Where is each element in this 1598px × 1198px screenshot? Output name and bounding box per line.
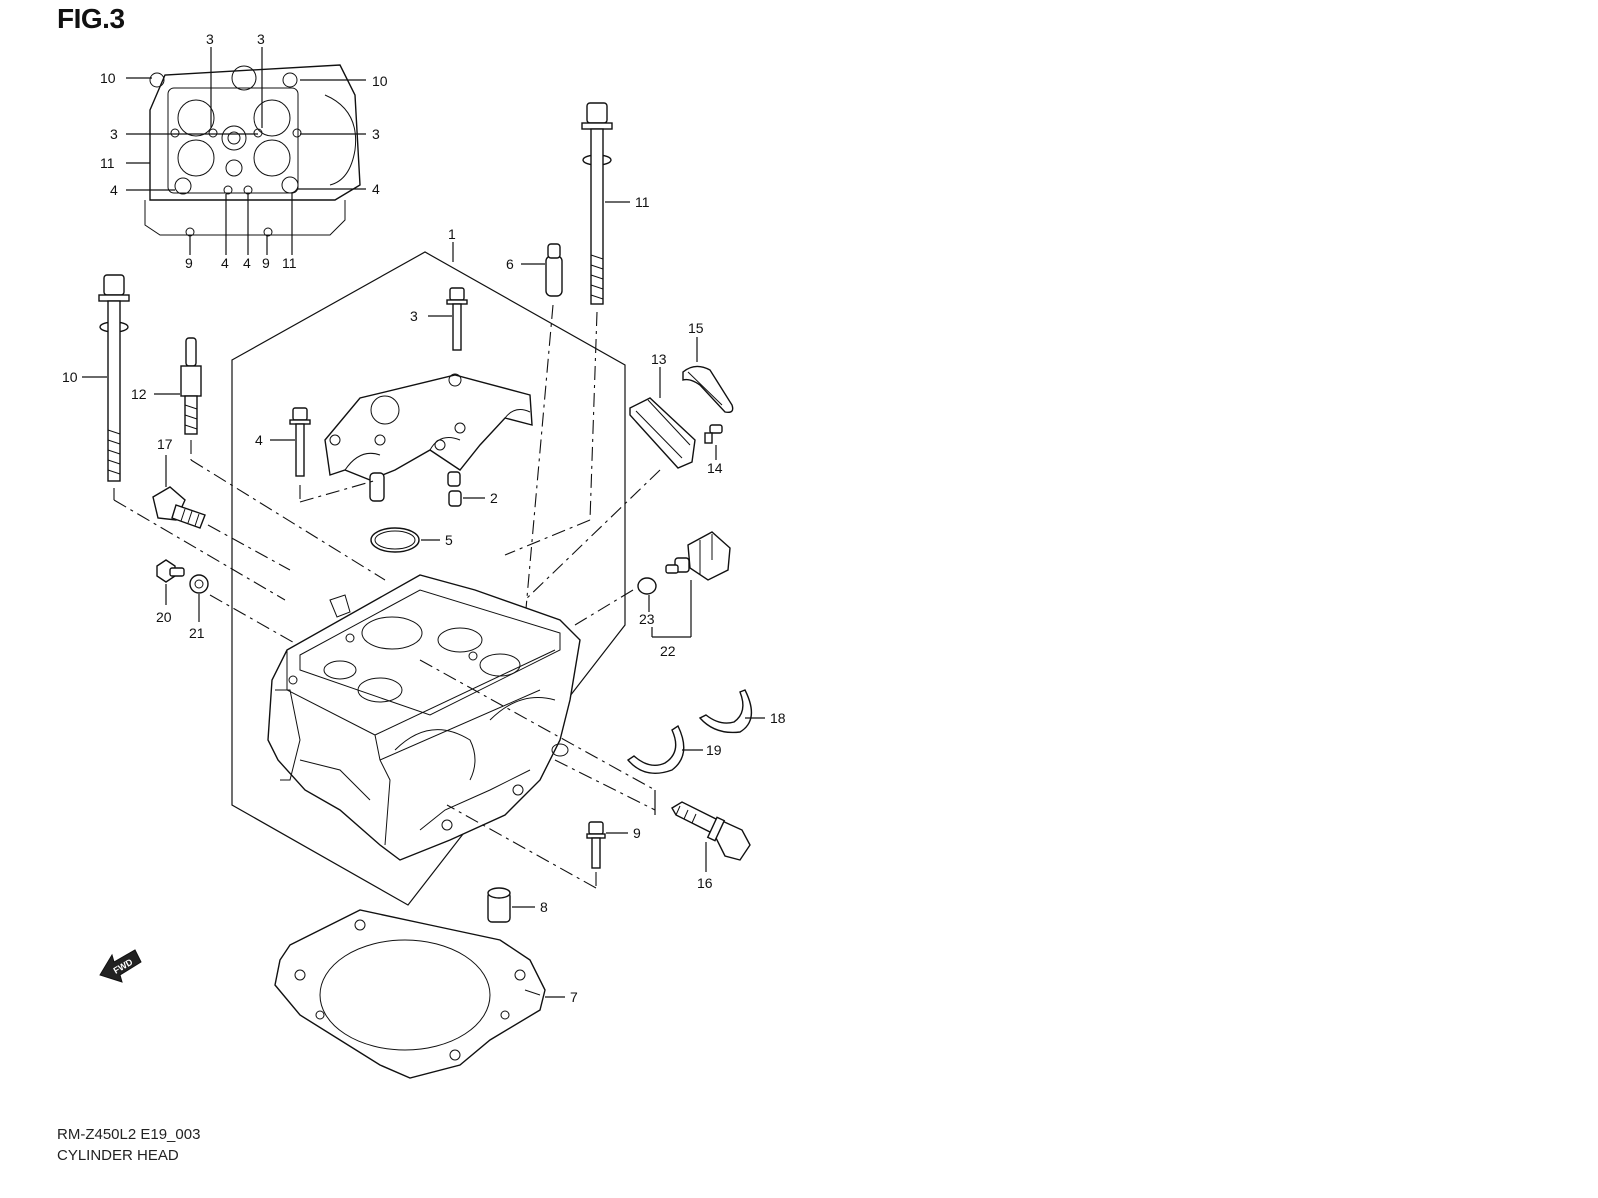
spark-plug-part-12 — [180, 337, 202, 435]
callout-inset-4c: 4 — [221, 255, 229, 271]
callout-21: 21 — [189, 625, 205, 641]
callout-4: 4 — [255, 432, 263, 448]
model-code: RM-Z450L2 E19_003 — [57, 1126, 201, 1143]
washer-part-21 — [189, 574, 209, 594]
callout-6: 6 — [506, 256, 514, 272]
callout-1: 1 — [448, 226, 456, 242]
clamp-part-15 — [682, 365, 734, 414]
figure-title: FIG.3 — [57, 3, 125, 34]
cylinder-head-body — [267, 574, 581, 861]
callout-8: 8 — [540, 899, 548, 915]
callout-inset-9a: 9 — [185, 255, 193, 271]
cylinder-head-group-outline — [231, 251, 626, 906]
callout-inset-10a: 10 — [100, 70, 116, 86]
inset-top-view: 3 3 10 10 3 3 11 4 4 9 4 4 9 11 — [100, 31, 388, 271]
callout-7: 7 — [570, 989, 578, 1005]
forward-direction-arrow: FWD — [99, 949, 142, 983]
camshaft-holder — [324, 373, 533, 502]
callout-13: 13 — [651, 351, 667, 367]
callout-9: 9 — [633, 825, 641, 841]
callout-23: 23 — [639, 611, 655, 627]
callout-inset-11b: 11 — [282, 255, 297, 271]
bolt-part-4 — [289, 407, 311, 477]
callout-20: 20 — [156, 609, 172, 625]
callout-11: 11 — [635, 194, 650, 210]
callout-18: 18 — [770, 710, 786, 726]
callout-2: 2 — [490, 490, 498, 506]
callout-inset-11a: 11 — [100, 155, 115, 171]
head-gasket-part-7 — [274, 909, 546, 1079]
bolt-part-16 — [671, 801, 751, 861]
callout-15: 15 — [688, 320, 704, 336]
circlip-part-18 — [698, 689, 753, 734]
callout-inset-3b: 3 — [257, 31, 265, 47]
bolt-part-20 — [156, 559, 185, 583]
section-name: CYLINDER HEAD — [57, 1147, 179, 1164]
callout-inset-3c: 3 — [110, 126, 118, 142]
callout-22: 22 — [660, 643, 676, 659]
callout-14: 14 — [707, 460, 723, 476]
callout-3: 3 — [410, 308, 418, 324]
callout-12: 12 — [131, 386, 147, 402]
stud-bolt-part-10 — [98, 274, 130, 482]
temperature-sensor-part-22 — [665, 531, 731, 581]
stud-bolt-part-11 — [581, 102, 613, 305]
callout-inset-4a: 4 — [110, 182, 118, 198]
banjo-bolt-part-17 — [152, 486, 206, 529]
callout-inset-3d: 3 — [372, 126, 380, 142]
callout-inset-4d: 4 — [243, 255, 251, 271]
callout-inset-10b: 10 — [372, 73, 388, 89]
dowel-part-8 — [487, 887, 511, 923]
callout-16: 16 — [697, 875, 713, 891]
callout-inset-4b: 4 — [372, 181, 380, 197]
dowel-pin-part-2 — [448, 490, 462, 507]
bolt-part-3 — [446, 287, 468, 351]
callout-17: 17 — [157, 436, 173, 452]
screw-part-14 — [704, 424, 723, 444]
intake-gasket-part-13 — [629, 397, 696, 469]
callout-5: 5 — [445, 532, 453, 548]
bolt-part-9 — [586, 821, 606, 869]
circlip-part-19 — [626, 724, 685, 774]
callout-19: 19 — [706, 742, 722, 758]
callout-inset-3a: 3 — [206, 31, 214, 47]
callout-10: 10 — [62, 369, 78, 385]
sleeve-part-6 — [545, 243, 563, 297]
callout-inset-9b: 9 — [262, 255, 270, 271]
o-ring-part-5 — [370, 527, 420, 553]
gasket-part-23 — [637, 577, 657, 595]
